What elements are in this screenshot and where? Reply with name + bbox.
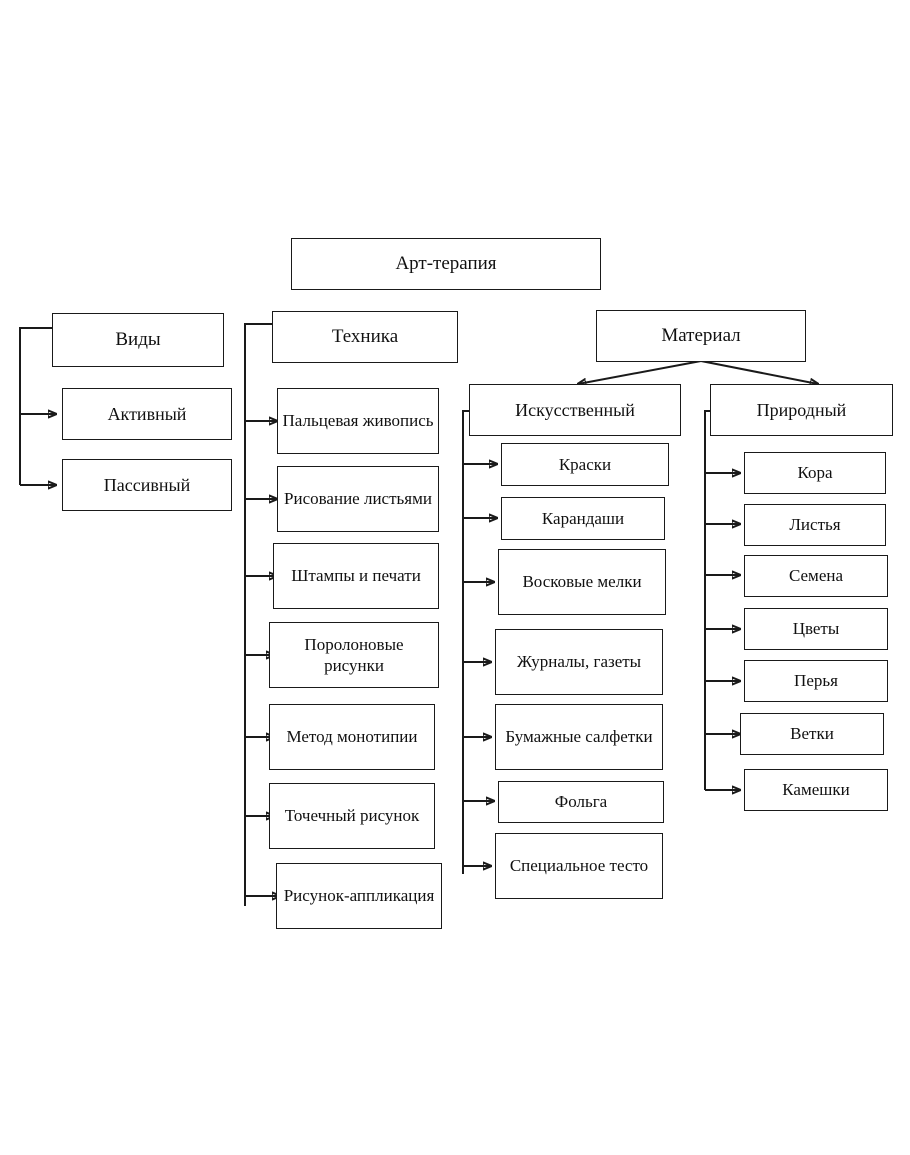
node-vidy-item-0[interactable]: Активный <box>62 388 232 440</box>
node-tehnika-item-0[interactable]: Пальцевая живопись <box>277 388 439 454</box>
node-vidy-header-label: Виды <box>115 329 161 351</box>
node-iskusstvennyy-item-3[interactable]: Журналы, газеты <box>495 629 663 695</box>
node-vidy-item-1[interactable]: Пассивный <box>62 459 232 511</box>
wires-prirodnyy <box>704 410 740 790</box>
node-prirodnyy-item-0-label: Кора <box>797 463 833 483</box>
node-prirodnyy-item-5-label: Ветки <box>790 724 834 744</box>
node-iskusstvennyy-item-4-label: Бумажные салфетки <box>505 727 653 747</box>
node-tehnika-item-5[interactable]: Точечный рисунок <box>269 783 435 849</box>
node-tehnika-item-4-label: Метод монотипии <box>286 727 418 747</box>
node-tehnika-item-6[interactable]: Рисунок-аппликация <box>276 863 442 929</box>
node-tehnika-header-label: Техника <box>331 326 399 348</box>
node-iskusstvennyy-item-6[interactable]: Специальное тесто <box>495 833 663 899</box>
node-material-header[interactable]: Материал <box>596 310 806 362</box>
node-prirodnyy-item-4-label: Перья <box>794 671 838 691</box>
node-iskusstvennyy-item-3-label: Журналы, газеты <box>516 652 642 672</box>
node-prirodnyy-item-5[interactable]: Ветки <box>740 713 884 755</box>
node-prirodnyy-item-0[interactable]: Кора <box>744 452 886 494</box>
wires-iskusstvennyy <box>462 410 497 874</box>
node-vidy-item-1-label: Пассивный <box>103 474 191 495</box>
node-tehnika-item-2-label: Штампы и печати <box>291 566 421 586</box>
node-iskusstvennyy-item-5-label: Фольга <box>554 792 608 812</box>
node-material-header-label: Материал <box>661 325 741 347</box>
node-iskusstvennyy-item-2-label: Восковые мелки <box>522 572 642 592</box>
node-iskusstvennyy-item-2[interactable]: Восковые мелки <box>498 549 666 615</box>
node-prirodnyy-header[interactable]: Природный <box>710 384 893 436</box>
node-root-art-therapy[interactable]: Арт-терапия <box>291 238 601 290</box>
node-iskusstvennyy-item-4[interactable]: Бумажные салфетки <box>495 704 663 770</box>
node-prirodnyy-item-6-label: Камешки <box>782 780 850 800</box>
node-prirodnyy-header-label: Природный <box>756 399 847 420</box>
node-iskusstvennyy-item-0-label: Краски <box>558 454 612 474</box>
node-root-label: Арт-терапия <box>395 253 497 275</box>
node-tehnika-item-1-label: Рисование листьями <box>284 489 432 509</box>
node-iskusstvennyy-item-1-label: Карандаши <box>541 508 625 528</box>
node-tehnika-item-0-label: Пальцевая живопись <box>282 411 434 431</box>
node-vidy-header[interactable]: Виды <box>52 313 224 367</box>
node-iskusstvennyy-item-5[interactable]: Фольга <box>498 781 664 823</box>
node-tehnika-item-4[interactable]: Метод монотипии <box>269 704 435 770</box>
node-prirodnyy-item-1[interactable]: Листья <box>744 504 886 546</box>
node-iskusstvennyy-header-label: Искусственный <box>515 399 635 420</box>
node-prirodnyy-item-4[interactable]: Перья <box>744 660 888 702</box>
node-prirodnyy-item-3[interactable]: Цветы <box>744 608 888 650</box>
node-tehnika-item-1[interactable]: Рисование листьями <box>277 466 439 532</box>
node-tehnika-header[interactable]: Техника <box>272 311 458 363</box>
node-iskusstvennyy-item-0[interactable]: Краски <box>501 443 669 486</box>
node-prirodnyy-item-1-label: Листья <box>789 515 841 535</box>
node-prirodnyy-item-6[interactable]: Камешки <box>744 769 888 811</box>
node-iskusstvennyy-item-1[interactable]: Карандаши <box>501 497 665 540</box>
node-tehnika-item-5-label: Точечный рисунок <box>284 806 420 826</box>
node-tehnika-item-6-label: Рисунок-аппликация <box>283 886 435 906</box>
node-prirodnyy-item-3-label: Цветы <box>792 619 840 639</box>
node-iskusstvennyy-item-6-label: Специальное тесто <box>509 856 649 876</box>
wires-material-split <box>578 360 818 384</box>
node-prirodnyy-item-2-label: Семена <box>788 566 844 586</box>
node-tehnika-item-3-label: Поролоновые рисунки <box>304 634 404 675</box>
node-iskusstvennyy-header[interactable]: Искусственный <box>469 384 681 436</box>
node-tehnika-item-3[interactable]: Поролоновые рисунки <box>269 622 439 688</box>
node-vidy-item-0-label: Активный <box>107 403 187 424</box>
node-tehnika-item-2[interactable]: Штампы и печати <box>273 543 439 609</box>
wires-vidy <box>19 327 56 485</box>
node-prirodnyy-item-2[interactable]: Семена <box>744 555 888 597</box>
